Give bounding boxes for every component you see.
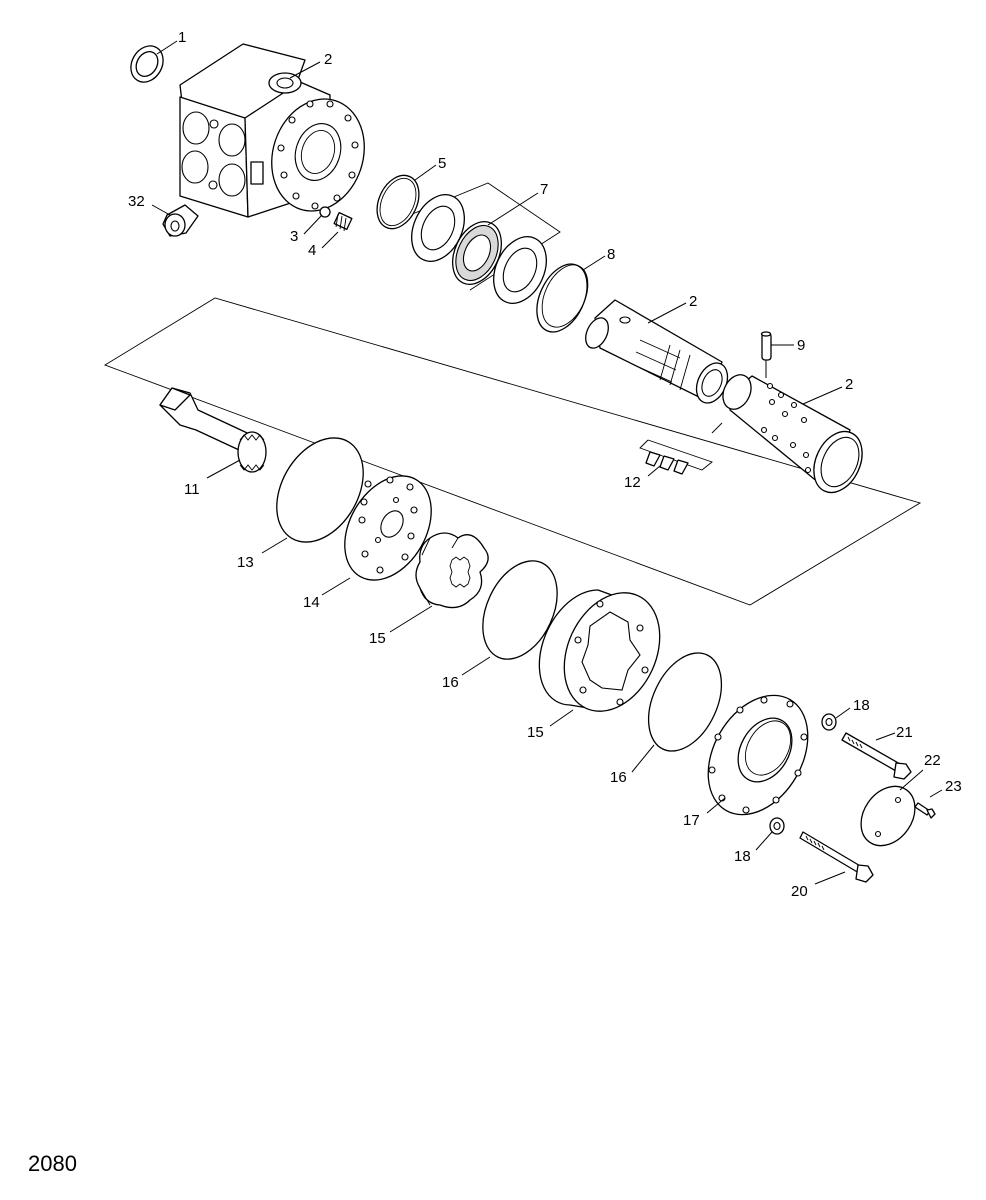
part-16-o-ring-lower[interactable] (634, 641, 736, 762)
part-8-retaining-ring[interactable] (527, 256, 597, 340)
callout-7: 7 (540, 181, 548, 198)
callout-15-rotor: 15 (369, 630, 386, 647)
part-5-o-ring[interactable] (369, 169, 427, 236)
part-12-centering-springs[interactable] (639, 422, 723, 475)
part-9-pin[interactable] (760, 331, 772, 361)
part-2-sleeve[interactable] (718, 370, 872, 500)
group-frame-large (103, 297, 922, 606)
callout-23: 23 (945, 778, 962, 795)
callout-8: 8 (607, 246, 615, 263)
part-15-gear-rotor[interactable] (415, 532, 489, 609)
callout-5: 5 (438, 155, 446, 172)
callout-20: 20 (791, 883, 808, 900)
callout-15-ring: 15 (527, 724, 544, 741)
callout-4: 4 (308, 242, 316, 259)
part-20-bolt[interactable] (799, 831, 874, 883)
part-13-o-ring[interactable] (259, 423, 381, 558)
drawing-number: 2080 (28, 1151, 77, 1176)
part-18-washer-upper[interactable] (821, 713, 837, 731)
part-23-screw[interactable] (914, 802, 936, 819)
part-22-cover-plate[interactable] (850, 776, 926, 856)
callout-22: 22 (924, 752, 941, 769)
callout-2-housing: 2 (324, 51, 332, 68)
callout-13: 13 (237, 554, 254, 571)
part-21-bolt[interactable] (841, 732, 912, 780)
callout-16-upper: 16 (442, 674, 459, 691)
callout-21: 21 (896, 724, 913, 741)
callout-3: 3 (290, 228, 298, 245)
part-32-plug[interactable] (162, 204, 199, 237)
callout-14: 14 (303, 594, 320, 611)
callout-18-lower: 18 (734, 848, 751, 865)
callout-18-upper: 18 (853, 697, 870, 714)
callout-16-lower: 16 (610, 769, 627, 786)
callout-9: 9 (797, 337, 805, 354)
part-18-washer-lower[interactable] (769, 817, 785, 835)
part-11-drive-shaft[interactable] (159, 387, 267, 473)
part-14-spacer-plate[interactable] (327, 461, 449, 596)
callout-12: 12 (624, 474, 641, 491)
part-4-set-screw[interactable] (333, 211, 353, 232)
callout-17: 17 (683, 812, 700, 829)
part-2-spool[interactable] (581, 299, 733, 408)
part-15-gear-ring[interactable] (538, 577, 678, 727)
callout-1: 1 (178, 29, 186, 46)
callout-2-spool: 2 (689, 293, 697, 310)
callout-2-sleeve: 2 (845, 376, 853, 393)
leader-lines (151, 40, 943, 885)
part-1-seal-ring[interactable] (125, 40, 170, 88)
part-7-thrust-bearing[interactable] (401, 186, 556, 312)
part-2-valve-housing[interactable] (179, 43, 378, 223)
part-3-check-ball[interactable] (319, 206, 331, 218)
callout-11: 11 (184, 481, 200, 498)
callout-32: 32 (128, 193, 145, 210)
part-17-end-cap[interactable] (688, 678, 828, 833)
